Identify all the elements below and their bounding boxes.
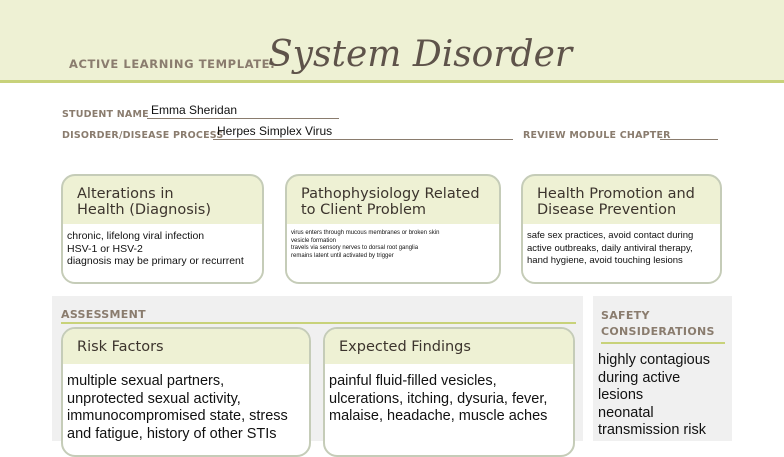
patho-title-line: Pathophysiology Related bbox=[301, 186, 480, 202]
safety-title: SAFETY CONSIDERATIONS bbox=[601, 308, 715, 340]
safety-panel bbox=[593, 296, 732, 441]
alterations-title-line: Alterations in bbox=[77, 186, 174, 202]
safety-title-line: CONSIDERATIONS bbox=[601, 325, 715, 338]
patho-text-line: remains latent until activated by trigge… bbox=[291, 252, 394, 259]
disorder-label: DISORDER/DISEASE PROCESS bbox=[62, 130, 224, 141]
risk-factors-box: Risk Factors multiple sexual partners, u… bbox=[61, 327, 311, 457]
health-promotion-body[interactable]: safe sex practices, avoid contact during… bbox=[523, 224, 720, 282]
expected-findings-box: Expected Findings painful fluid-filled v… bbox=[323, 327, 575, 457]
header-band bbox=[0, 0, 784, 80]
expected-findings-body[interactable]: painful fluid-filled vesicles, ulceratio… bbox=[325, 364, 573, 426]
alterations-text-line: HSV-1 or HSV-2 bbox=[67, 242, 143, 255]
safety-text-line: highly contagious bbox=[598, 352, 711, 368]
expected-findings-text-line: painful fluid-filled vesicles, bbox=[329, 373, 497, 389]
expected-findings-text-line: ulcerations, itching, dysuria, fever, bbox=[329, 390, 548, 407]
safety-title-line: SAFETY bbox=[601, 309, 650, 322]
risk-factors-title: Risk Factors bbox=[63, 329, 309, 364]
student-name-value[interactable]: Emma Sheridan bbox=[151, 103, 238, 117]
alterations-title-line: Health (Diagnosis) bbox=[77, 202, 212, 218]
header-divider bbox=[0, 80, 784, 83]
alterations-text-line: diagnosis may be primary or recurrent bbox=[67, 255, 244, 267]
health-promotion-title-line: Health Promotion and bbox=[537, 186, 695, 202]
safety-divider bbox=[601, 342, 725, 344]
health-promotion-text-line: safe sex practices, avoid contact during bbox=[527, 230, 694, 241]
risk-factors-body[interactable]: multiple sexual partners, unprotected se… bbox=[63, 364, 309, 443]
student-name-line bbox=[147, 118, 339, 119]
safety-text-line: transmission risk bbox=[598, 422, 706, 438]
patho-title-line: to Client Problem bbox=[301, 202, 427, 218]
health-promotion-text-line: active outbreaks, daily antiviral therap… bbox=[527, 242, 693, 254]
patho-text-line: virus enters through mucous membranes or… bbox=[291, 230, 440, 236]
student-name-label: STUDENT NAME bbox=[62, 109, 149, 120]
template-title: System Disorder bbox=[268, 34, 573, 75]
patho-text-line: vesicle formation bbox=[291, 237, 337, 244]
review-module-line[interactable] bbox=[660, 139, 718, 140]
safety-text-line: during active bbox=[598, 369, 681, 386]
pathophysiology-box: Pathophysiology Related to Client Proble… bbox=[285, 174, 501, 284]
safety-text-line: neonatal bbox=[598, 404, 654, 421]
risk-factors-text-line: unprotected sexual activity, bbox=[67, 390, 241, 407]
alterations-text-line: chronic, lifelong viral infection bbox=[67, 230, 205, 242]
patho-text-line: travels via sensory nerves to dorsal roo… bbox=[291, 245, 419, 251]
safety-body[interactable]: highly contagious during active lesions … bbox=[598, 352, 730, 440]
assessment-divider bbox=[61, 322, 576, 324]
health-promotion-text-line: hand hygiene, avoid touching lesions bbox=[527, 255, 683, 266]
alterations-box: Alterations in Health (Diagnosis) chroni… bbox=[61, 174, 264, 284]
risk-factors-text-line: multiple sexual partners, bbox=[67, 373, 225, 389]
template-label: ACTIVE LEARNING TEMPLATE: bbox=[69, 57, 276, 71]
health-promotion-title-line: Disease Prevention bbox=[537, 202, 677, 218]
safety-text-line: lesions bbox=[598, 387, 644, 403]
risk-factors-text-line: and fatigue, history of other STIs bbox=[67, 425, 277, 442]
pathophysiology-title: Pathophysiology Related to Client Proble… bbox=[287, 176, 499, 224]
assessment-title: ASSESSMENT bbox=[61, 308, 146, 321]
health-promotion-title: Health Promotion and Disease Prevention bbox=[523, 176, 720, 224]
alterations-title: Alterations in Health (Diagnosis) bbox=[63, 176, 262, 224]
expected-findings-title: Expected Findings bbox=[325, 329, 573, 364]
alterations-body[interactable]: chronic, lifelong viral infection HSV-1 … bbox=[63, 224, 262, 282]
health-promotion-box: Health Promotion and Disease Prevention … bbox=[521, 174, 722, 284]
disorder-value[interactable]: Herpes Simplex Virus bbox=[217, 124, 333, 138]
disorder-line bbox=[213, 139, 513, 140]
pathophysiology-body[interactable]: virus enters through mucous membranes or… bbox=[287, 224, 499, 282]
risk-factors-text-line: immunocompromised state, stress bbox=[67, 408, 288, 424]
expected-findings-text-line: malaise, headache, muscle aches bbox=[329, 408, 548, 424]
review-module-label: REVIEW MODULE CHAPTER bbox=[523, 130, 671, 141]
